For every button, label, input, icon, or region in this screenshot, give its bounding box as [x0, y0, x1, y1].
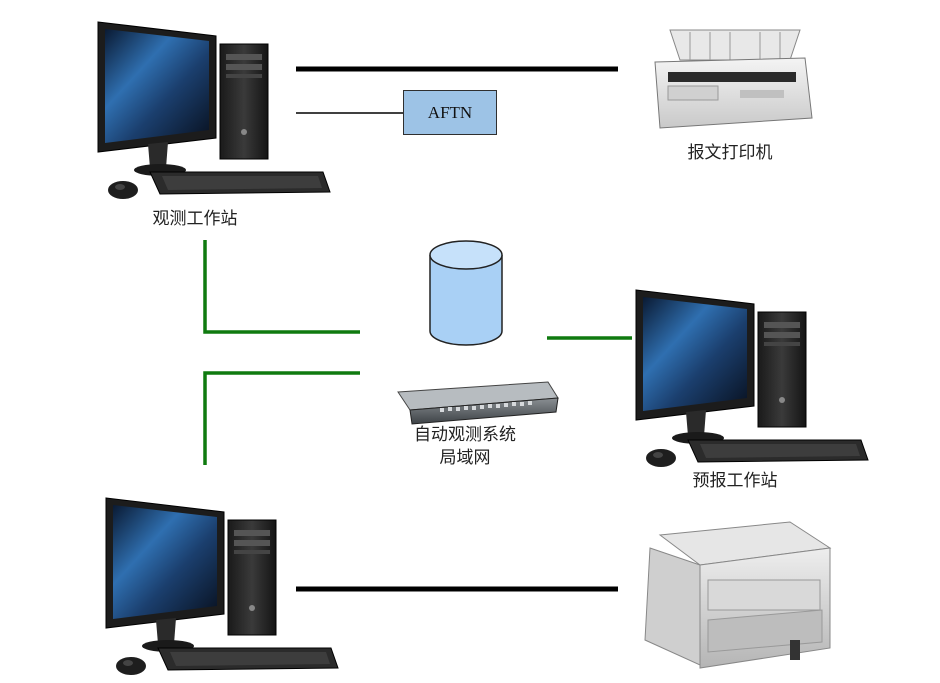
aftn-box: AFTN — [403, 90, 497, 135]
lan-link-obs-station — [203, 240, 360, 334]
forecast-station-label: 预报工作站 — [692, 471, 778, 491]
obs-station-computer-icon — [97, 21, 331, 200]
laser-printer-icon — [644, 521, 832, 669]
lan-label-line1: 自动观测系统 — [414, 425, 516, 445]
forecast-station-computer-icon — [635, 289, 869, 468]
lan-link-bottom-station — [203, 371, 360, 465]
msg-printer-label: 报文打印机 — [687, 143, 773, 163]
lan-label-line2: 局域网 — [439, 448, 491, 468]
message-printer-icon — [654, 29, 813, 129]
network-switch-icon — [397, 381, 559, 425]
database-icon — [429, 240, 503, 346]
aftn-label: AFTN — [427, 102, 473, 122]
obs-station-label: 观测工作站 — [152, 209, 238, 229]
